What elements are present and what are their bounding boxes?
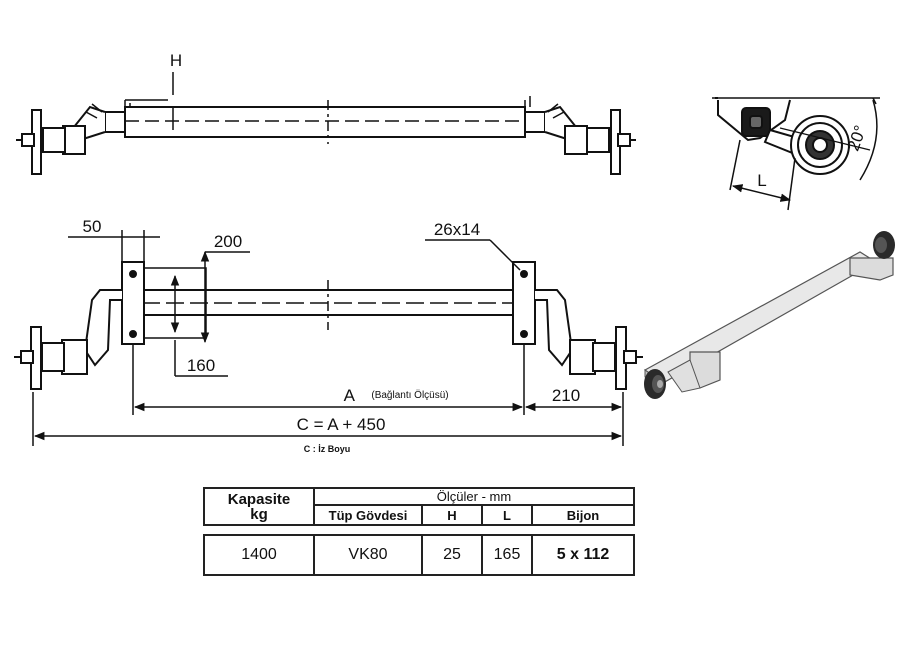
c-dimension-note: C : İz Boyu (304, 444, 351, 454)
axle-top-view (16, 72, 636, 175)
a-dimension-label: A (344, 386, 356, 405)
bolt-column-header: Bijon (531, 504, 635, 526)
tube-cell: VK80 (313, 534, 423, 576)
height-160-label: 160 (187, 356, 215, 375)
dimensions-header: Ölçüler - mm (313, 487, 635, 506)
l-dimension-label: L (757, 171, 766, 190)
capacity-header-line2: kg (250, 505, 268, 523)
h-dimension-label: H (170, 51, 182, 70)
axle-side-view (712, 97, 880, 211)
capacity-header-line1: Kapasite (227, 490, 291, 508)
height-200-label: 200 (214, 232, 242, 251)
h-cell: 25 (421, 534, 483, 576)
bolt-size-label: 26x14 (434, 220, 480, 239)
capacity-cell: 1400 (203, 534, 315, 576)
offset-210-label: 210 (552, 386, 580, 405)
width-50-label: 50 (83, 217, 102, 236)
l-column-header: L (481, 504, 533, 526)
c-formula-label: C = A + 450 (297, 415, 386, 434)
capacity-header: Kapasite kg (203, 487, 315, 526)
l-cell: 165 (481, 534, 533, 576)
tube-column-header: Tüp Gövdesi (313, 504, 423, 526)
bolt-cell: 5 x 112 (531, 534, 635, 576)
spec-table: Kapasite kg Ölçüler - mm Tüp Gövdesi H L… (203, 487, 635, 576)
a-dimension-note: (Bağlantı Ölçüsü) (371, 389, 448, 401)
axle-front-view (14, 230, 643, 446)
table-row: 1400 VK80 25 165 5 x 112 (203, 534, 635, 576)
axle-3d-illustration (643, 231, 895, 399)
h-column-header: H (421, 504, 483, 526)
